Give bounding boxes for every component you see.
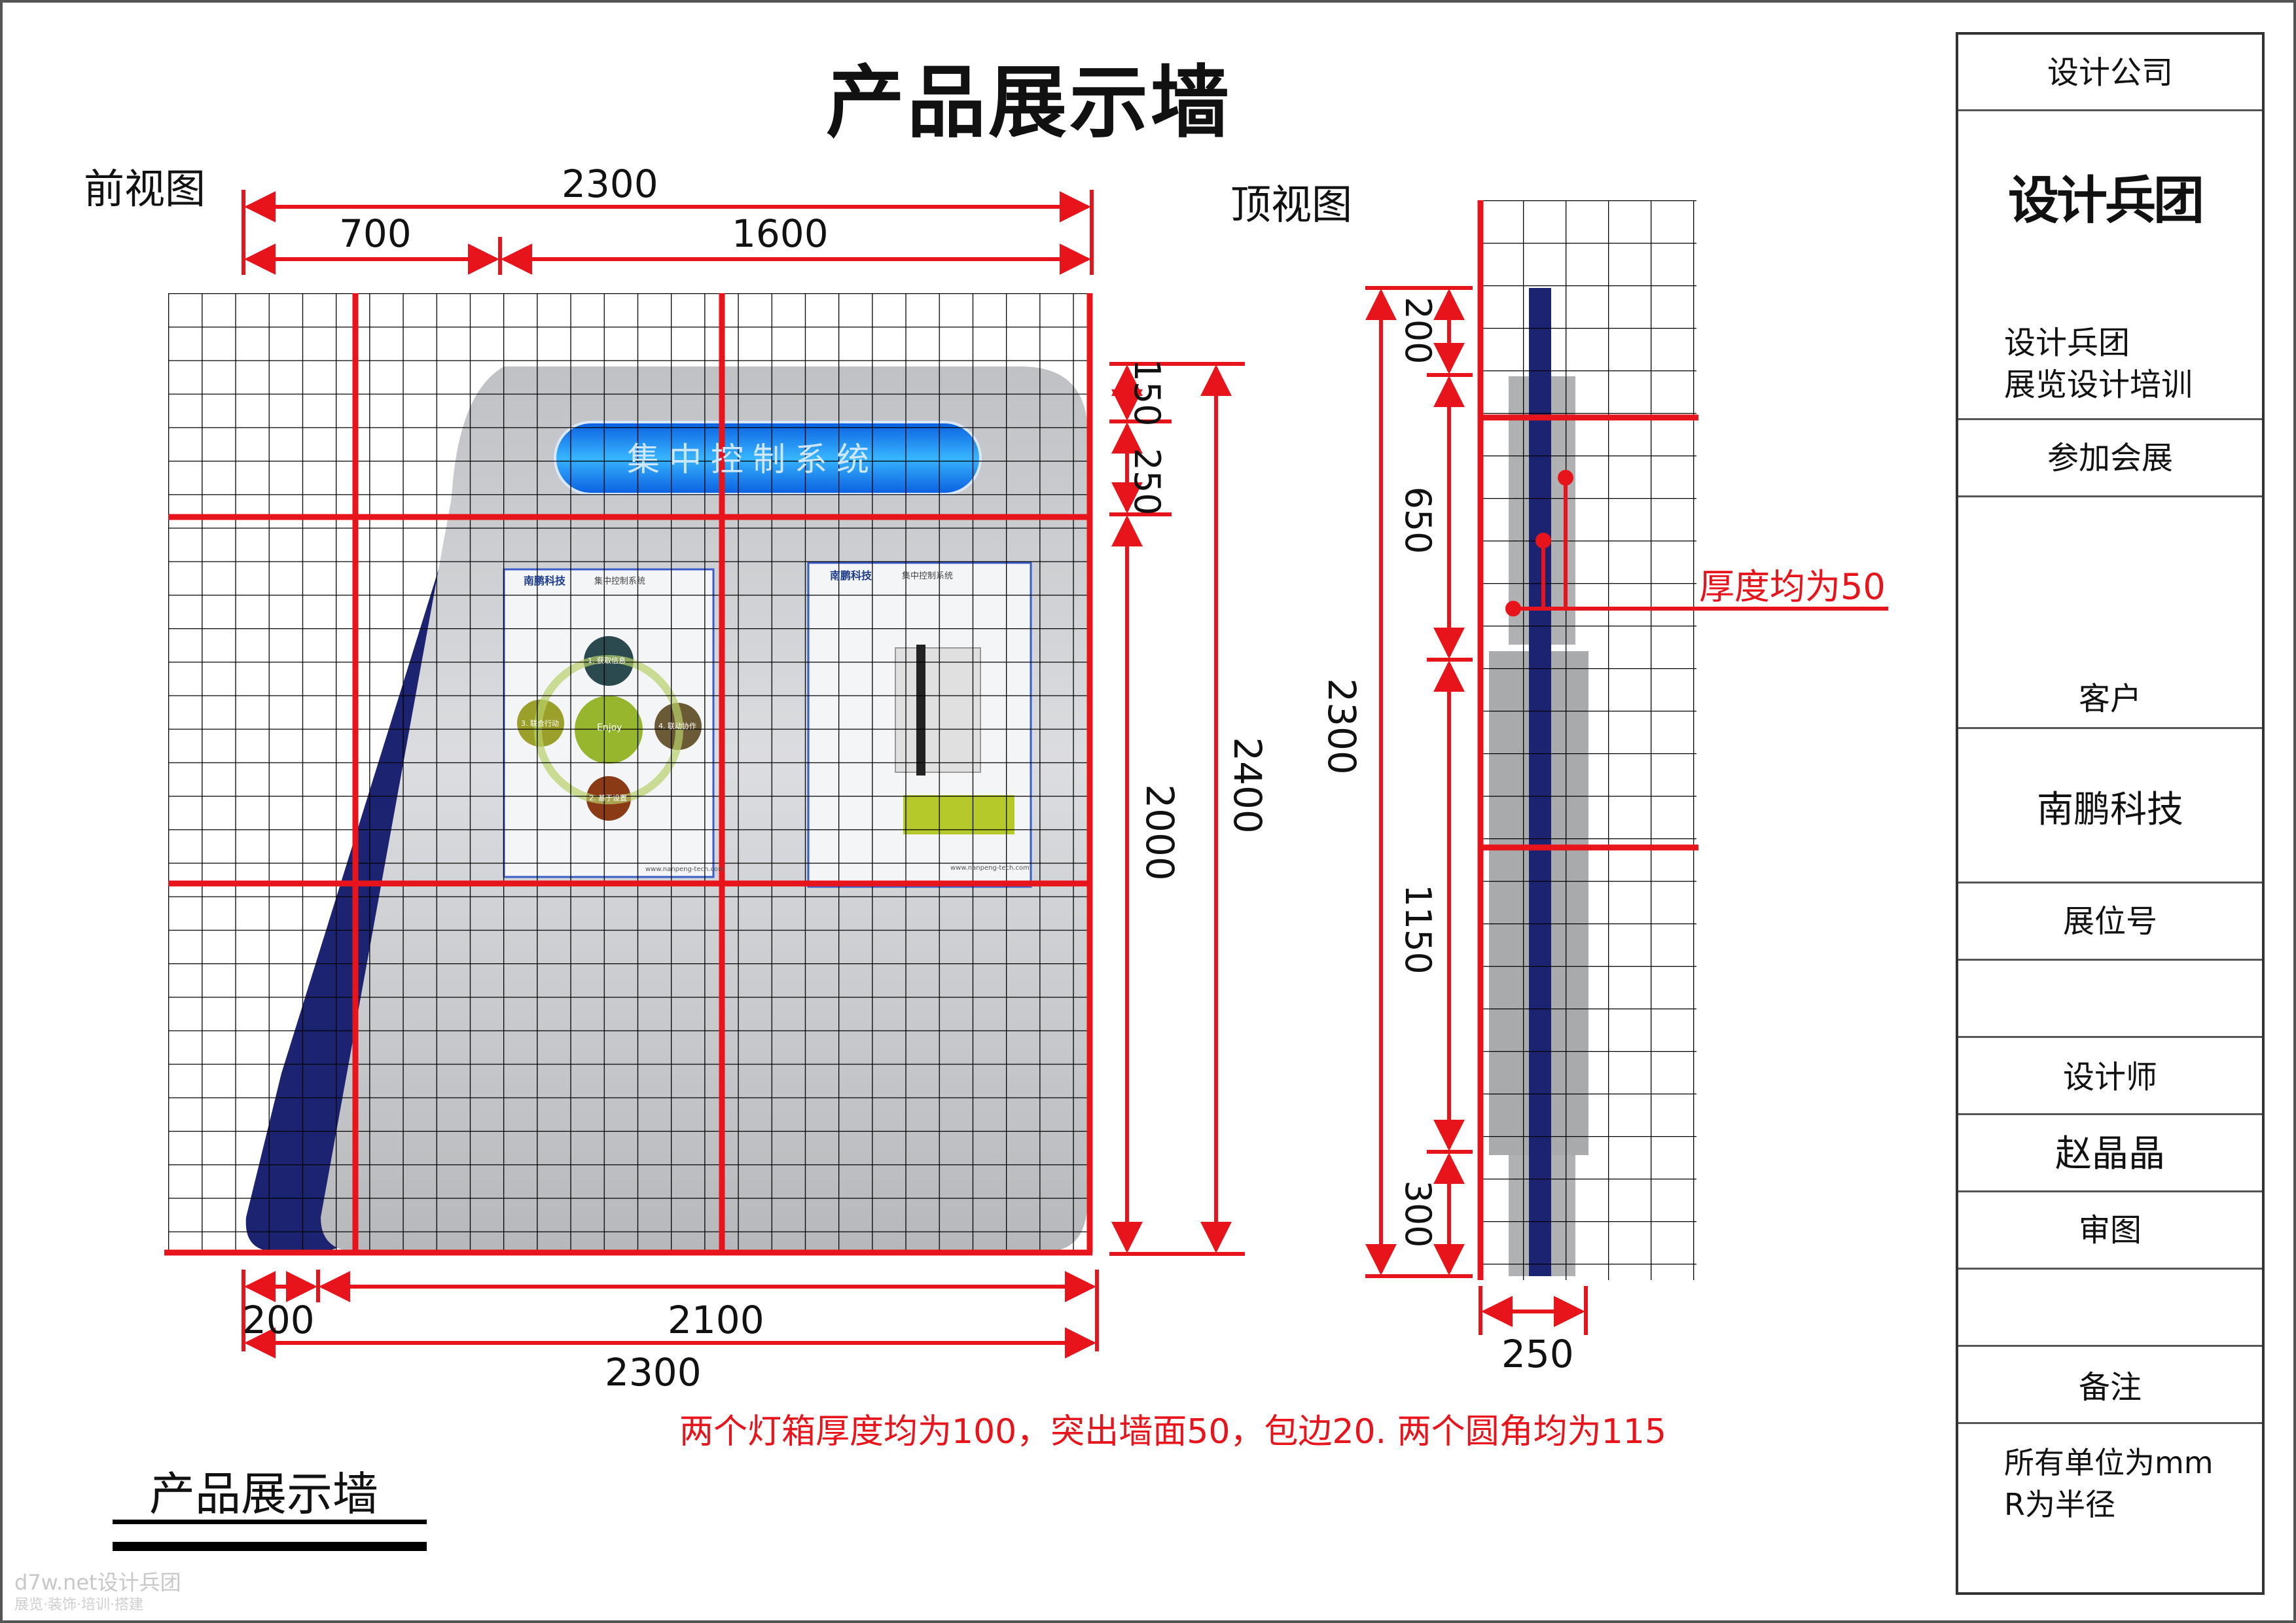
tb-remark-line1: 所有单位为mm [2004,1445,2214,1480]
left-poster-c3: 3. 联合行动 [521,719,559,728]
sign-text: 集中控制系统 [627,440,878,478]
dim-top-1150: 1150 [1397,884,1439,974]
left-poster-logo: 南鹏科技 [524,575,566,587]
left-poster-c1: 1. 获取信息 [588,656,626,665]
tb-booth-row: 展位号 [1958,883,2262,961]
title-block: 设计公司 设计兵团 设计兵团 展览设计培训 参加会展 客户 南鹏科技 展位号 设… [1956,32,2265,1595]
right-poster-logo: 南鹏科技 [830,569,872,582]
dim-overall-bottom: 2300 [605,1350,702,1395]
lightbox-note: 两个灯箱厚度均为100，突出墙面50，包边20. 两个圆角均为115 [679,1412,1666,1452]
tb-booth-value-row [1958,961,2262,1038]
tb-designer-value: 赵晶晶 [2055,1133,2165,1175]
tb-designer-value-row: 赵晶晶 [1958,1115,2262,1192]
left-poster-c2: 2. 基于设置 [589,794,627,802]
tb-event-label: 参加会展 [2047,440,2173,476]
tb-client-value: 南鹏科技 [2037,789,2183,831]
tb-booth-label: 展位号 [2062,903,2157,940]
tb-client-value-row: 南鹏科技 [1958,729,2262,883]
tb-client-label: 客户 [2078,681,2142,717]
dim-right-2400: 2400 [1225,737,1270,834]
left-poster-c4: 4. 联动协作 [658,722,696,730]
right-poster-url: www.nanpeng-tech.com [950,865,1030,872]
page-title: 产品展示墙 [826,58,1232,149]
dim-overall-top: 2300 [562,162,658,206]
tb-remark-line2: R为半径 [2004,1487,2115,1522]
bottom-title: 产品展示墙 [149,1467,378,1521]
company-logo: 设计兵团 [2008,171,2204,230]
watermark-line2: 展览·装饰·培训·搭建 [14,1597,143,1613]
dim-left-top: 700 [339,211,412,256]
tb-designer-row: 设计师 [1958,1038,2262,1115]
watermark-line1: d7w.net设计兵团 [14,1570,181,1595]
top-view-label: 顶视图 [1230,181,1353,228]
tb-remark-label: 备注 [2078,1369,2142,1406]
tb-company-label: 设计公司 [2047,54,2173,91]
tb-designer-label: 设计师 [2062,1059,2157,1096]
tb-company-value-row: 设计兵团 设计兵团 展览设计培训 [1958,111,2262,420]
left-poster-header: 集中控制系统 [594,577,646,586]
dim-bottom-right: 2100 [668,1298,764,1342]
dim-right-top: 1600 [732,211,829,256]
tb-event-value-row: 客户 [1958,497,2262,729]
tb-review-value-row [1958,1270,2262,1347]
dim-right-2000: 2000 [1138,784,1182,881]
tb-review-label: 审图 [2078,1212,2142,1249]
tb-company-row: 设计公司 [1958,35,2262,111]
dim-top-300: 300 [1397,1180,1439,1248]
dim-bottom-left: 200 [242,1298,315,1342]
dim-top-width: 250 [1501,1332,1574,1376]
tb-remark-value-row: 所有单位为mm R为半径 [1958,1424,2262,1594]
dim-top-650: 650 [1397,486,1439,554]
dim-top-overall: 2300 [1319,678,1364,775]
right-poster-header: 集中控制系统 [902,571,954,581]
dim-right-150: 150 [1126,359,1168,427]
left-poster-center: Enjoy [597,722,622,733]
tb-event-row: 参加会展 [1958,420,2262,497]
left-poster-url: www.nanpeng-tech.com [645,866,725,873]
tb-company-line1: 设计兵团 [2004,325,2130,361]
tb-company-line2: 展览设计培训 [2004,366,2193,403]
dim-right-250: 250 [1126,448,1168,516]
dim-top-200: 200 [1397,296,1439,365]
tb-remark-row: 备注 [1958,1347,2262,1424]
thickness-note: 厚度均为50 [1699,566,1886,607]
tb-review-row: 审图 [1958,1192,2262,1270]
front-view-label: 前视图 [84,165,206,213]
